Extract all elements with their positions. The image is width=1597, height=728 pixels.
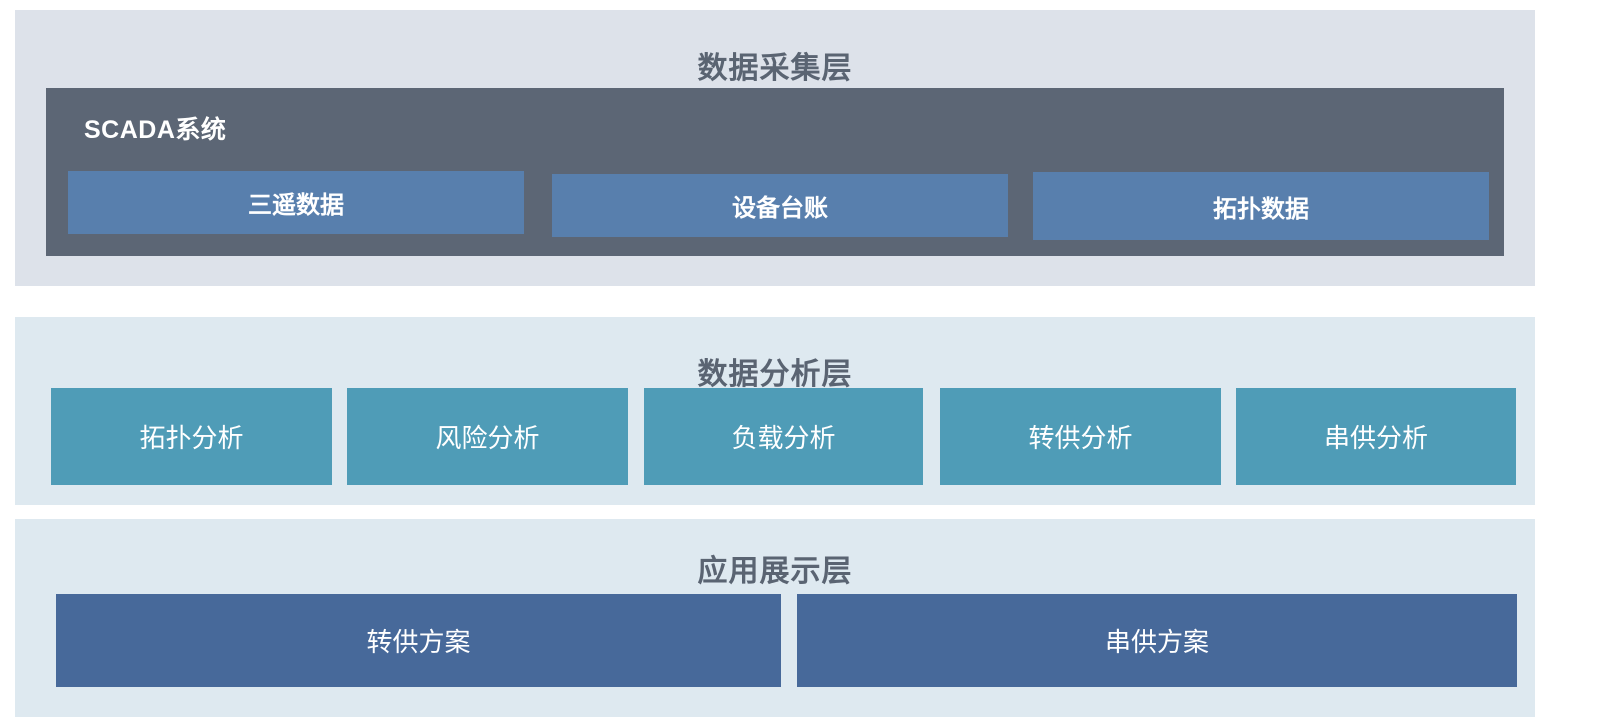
analysis-box-risk-analysis[interactable]: 风险分析 xyxy=(347,388,628,485)
analysis-box-topology-analysis[interactable]: 拓扑分析 xyxy=(51,388,332,485)
application-box-transfer-supply-plan[interactable]: 转供方案 xyxy=(56,594,781,687)
layer-title-data-analysis: 数据分析层 xyxy=(697,358,853,391)
layer-title-data-acquisition: 数据采集层 xyxy=(697,52,853,85)
analysis-box-load-analysis[interactable]: 负载分析 xyxy=(644,388,923,485)
analysis-box-transfer-supply-analysis[interactable]: 转供分析 xyxy=(940,388,1221,485)
layer-application-display: 应用展示层 转供方案 串供方案 xyxy=(15,519,1535,717)
application-box-series-supply-plan[interactable]: 串供方案 xyxy=(797,594,1517,687)
scada-box-topology-data[interactable]: 拓扑数据 xyxy=(1033,172,1489,240)
layer-data-acquisition: 数据采集层 SCADA系统 三遥数据 设备台账 拓扑数据 xyxy=(15,10,1535,286)
layer-title-application-display: 应用展示层 xyxy=(697,555,853,588)
scada-panel-title: SCADA系统 xyxy=(84,116,227,144)
scada-box-equipment-ledger[interactable]: 设备台账 xyxy=(552,174,1008,237)
scada-panel: SCADA系统 三遥数据 设备台账 拓扑数据 xyxy=(46,88,1504,256)
layer-data-analysis: 数据分析层 拓扑分析 风险分析 负载分析 转供分析 串供分析 xyxy=(15,317,1535,505)
analysis-box-series-supply-analysis[interactable]: 串供分析 xyxy=(1236,388,1516,485)
scada-box-three-remote-data[interactable]: 三遥数据 xyxy=(68,171,524,234)
